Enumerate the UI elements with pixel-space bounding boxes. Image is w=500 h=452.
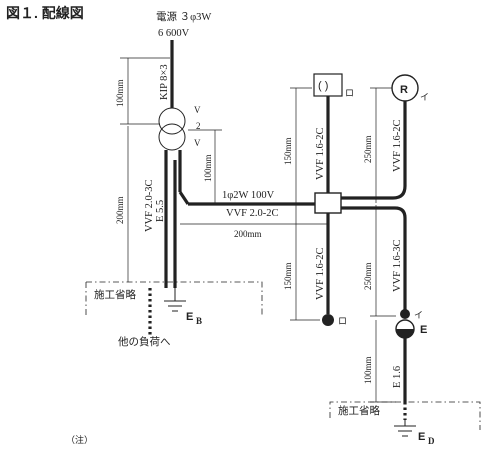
dim-200-left-label: 200mm <box>115 196 125 224</box>
omit-label-right: 施工省略 <box>338 404 380 417</box>
junction-box <box>314 192 342 214</box>
vvf-16-2c-right-cable <box>341 101 407 200</box>
kip-cable-label: KIP 8×3 <box>159 64 170 100</box>
transformer-v1: V <box>194 105 201 115</box>
outlet-e-label: E <box>420 324 427 336</box>
dim-100-bottom-label: 100mm <box>363 356 373 384</box>
ground-eb-sub: B <box>196 316 202 326</box>
dim-100-top-label: 100mm <box>115 79 125 107</box>
ceiling-light-ro: ロ <box>345 88 354 98</box>
ground-ed-main: E <box>418 431 425 443</box>
supply-label: 1φ2W 100V <box>222 190 275 201</box>
source-label-voltage: 6 600V <box>158 28 190 39</box>
vvf-16-3c-label: VVF 1.6-3C <box>392 239 403 292</box>
switch-ro-icon[interactable] <box>322 314 334 326</box>
vvf-16-2c-top-label: VVF 1.6-2C <box>315 127 326 180</box>
note-label: （注） <box>66 434 93 445</box>
vvf-2c-bend <box>178 191 190 205</box>
dim-250-upper-label: 250mm <box>363 135 373 163</box>
dim-150-upper-label: 150mm <box>283 137 293 165</box>
ground-ed-icon <box>394 420 416 437</box>
ground-ed-sub: D <box>428 436 435 446</box>
omit-label-left: 施工省略 <box>94 288 136 301</box>
ground-eb-main: E <box>186 311 193 323</box>
dim-250-lower-label: 250mm <box>363 262 373 290</box>
omit-box-left <box>85 281 263 316</box>
transformer-v2: V <box>194 138 201 148</box>
dim-200-horiz-label: 200mm <box>234 229 262 239</box>
r-lamp-i: イ <box>420 92 429 102</box>
switch-i-label: イ <box>414 310 423 320</box>
vvf-20-3c-label: VVF 2.0-3C <box>144 179 155 232</box>
vvf-20-2c-label: VVF 2.0-2C <box>226 208 279 219</box>
dim-100-mid-label: 100mm <box>203 154 213 182</box>
figure-title: 図１. 配線図 <box>6 5 84 21</box>
transformer-symbol <box>158 107 186 151</box>
switch-ro-label: ロ <box>338 316 347 326</box>
switch-i-icon[interactable] <box>400 309 410 319</box>
ceiling-light-symbol: ( ) <box>318 80 328 92</box>
e16-label: E 1.6 <box>392 366 403 388</box>
vvf-16-2c-bottom-label: VVF 1.6-2C <box>315 247 326 300</box>
source-label-phase: 電源 ３φ3W <box>156 10 211 23</box>
dim-150-lower-label: 150mm <box>283 262 293 290</box>
ground-eb-icon <box>164 288 186 312</box>
other-load-label: 他の負荷へ <box>118 335 171 348</box>
vvf-16-3c-cable <box>341 206 407 310</box>
e55-label: E 5.5 <box>155 200 166 222</box>
r-lamp-symbol: R <box>400 84 408 96</box>
vvf-16-2c-right-label: VVF 1.6-2C <box>392 119 403 172</box>
outlet-e-icon[interactable] <box>395 319 415 339</box>
transformer-number: 2 <box>196 121 201 131</box>
